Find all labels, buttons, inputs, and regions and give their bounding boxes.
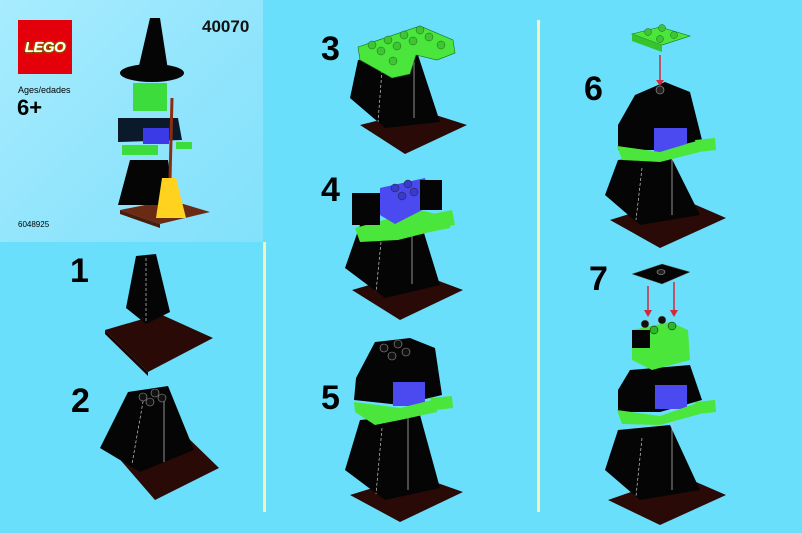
ages-label: Ages/edades xyxy=(18,85,71,95)
step-number-6: 6 xyxy=(584,70,603,108)
step-number-2: 2 xyxy=(71,382,90,420)
step-number-4: 4 xyxy=(321,171,340,209)
step-number-3: 3 xyxy=(321,30,340,68)
step-number-1: 1 xyxy=(70,252,89,290)
column-divider-right xyxy=(537,20,540,512)
item-code: 6048925 xyxy=(18,220,50,229)
step-number-5: 5 xyxy=(321,379,340,417)
column-divider-left xyxy=(263,242,266,512)
age-value: 6+ xyxy=(17,95,43,120)
step-number-7: 7 xyxy=(589,260,608,298)
set-number: 40070 xyxy=(202,17,250,36)
lego-logo: LEGO xyxy=(18,20,72,74)
